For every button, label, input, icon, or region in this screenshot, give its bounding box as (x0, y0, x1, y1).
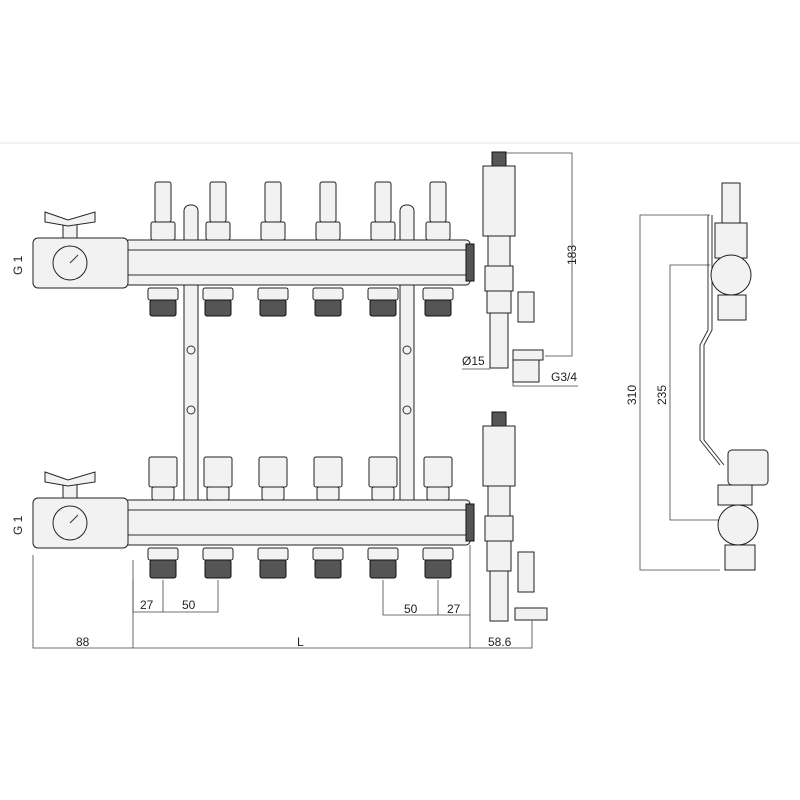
outlet-fitting (259, 559, 287, 579)
outlet-nut (422, 547, 454, 561)
outlet-fitting (259, 299, 287, 317)
flow-meter-base (370, 221, 396, 241)
air-vent-top (482, 151, 544, 383)
label-first-offset-right: 27 (447, 602, 461, 616)
label-pitch-left: 50 (182, 598, 196, 612)
outlet-nut (147, 287, 179, 301)
butterfly-handle-icon (44, 471, 96, 487)
outlet-nut (202, 547, 234, 561)
outlet-fitting (424, 299, 452, 317)
valve-cap-base (316, 486, 340, 501)
valve-cap (423, 456, 453, 488)
outlet-fitting (204, 299, 232, 317)
outlet-nut (257, 287, 289, 301)
valve-cap (258, 456, 288, 488)
flow-meter-base (150, 221, 176, 241)
outlet-nut (147, 547, 179, 561)
valve-cap-base (371, 486, 395, 501)
label-axis-distance: 235 (655, 385, 669, 405)
end-seal-bottom (465, 503, 475, 542)
side-view: 310 235 (625, 182, 769, 571)
valve-cap (313, 456, 343, 488)
butterfly-handle-icon (44, 211, 96, 227)
label-drain-thread: G3/4 (551, 370, 577, 384)
flow-meter-base (260, 221, 286, 241)
label-pitch-right: 50 (404, 602, 418, 616)
air-vent-bottom (482, 411, 548, 622)
label-valve-length: 88 (76, 635, 90, 649)
label-total-height: 310 (625, 385, 639, 405)
outlet-fitting (369, 559, 397, 579)
flow-meter (264, 181, 282, 223)
valve-cap (203, 456, 233, 488)
label-manifold-length: L (297, 635, 304, 649)
label-first-offset-left: 27 (140, 598, 154, 612)
valve-cap (148, 456, 178, 488)
outlet-nut (257, 547, 289, 561)
label-inlet-bottom: G 1 (11, 515, 25, 535)
outlet-fitting (149, 559, 177, 579)
valve-cap-base (261, 486, 285, 501)
flow-meter (154, 181, 172, 223)
supply-manifold-bar (124, 239, 471, 286)
ball-valve-bottom (32, 471, 129, 549)
outlet-fitting (149, 299, 177, 317)
hose-connector (489, 312, 509, 369)
valve-cap-base (426, 486, 450, 501)
valve-cap-base (206, 486, 230, 501)
valve-cap-base (151, 486, 175, 501)
outlet-nut (312, 287, 344, 301)
outlet-fitting (314, 299, 342, 317)
outlet-fitting (204, 559, 232, 579)
label-vent-height: 183 (565, 245, 579, 265)
valve-cap (368, 456, 398, 488)
flow-meter-base (205, 221, 231, 241)
drain-valve (517, 291, 535, 323)
label-inlet-top: G 1 (11, 255, 25, 275)
flow-meter-base (315, 221, 341, 241)
flow-meter (319, 181, 337, 223)
outlet-nut (422, 287, 454, 301)
flow-meter (374, 181, 392, 223)
return-manifold-bar (124, 499, 471, 546)
label-hose-diameter: Ø15 (462, 354, 485, 368)
outlet-fitting (424, 559, 452, 579)
outlet-nut (312, 547, 344, 561)
outlet-nut (202, 287, 234, 301)
ball-valve-top (32, 211, 129, 289)
flow-meter (429, 181, 447, 223)
outlet-nut (367, 547, 399, 561)
label-end-length: 58.6 (488, 635, 512, 649)
flow-meter (209, 181, 227, 223)
flow-meter-base (425, 221, 451, 241)
outlet-nut (367, 287, 399, 301)
end-seal-top (465, 243, 475, 282)
outlet-fitting (314, 559, 342, 579)
outlet-fitting (369, 299, 397, 317)
